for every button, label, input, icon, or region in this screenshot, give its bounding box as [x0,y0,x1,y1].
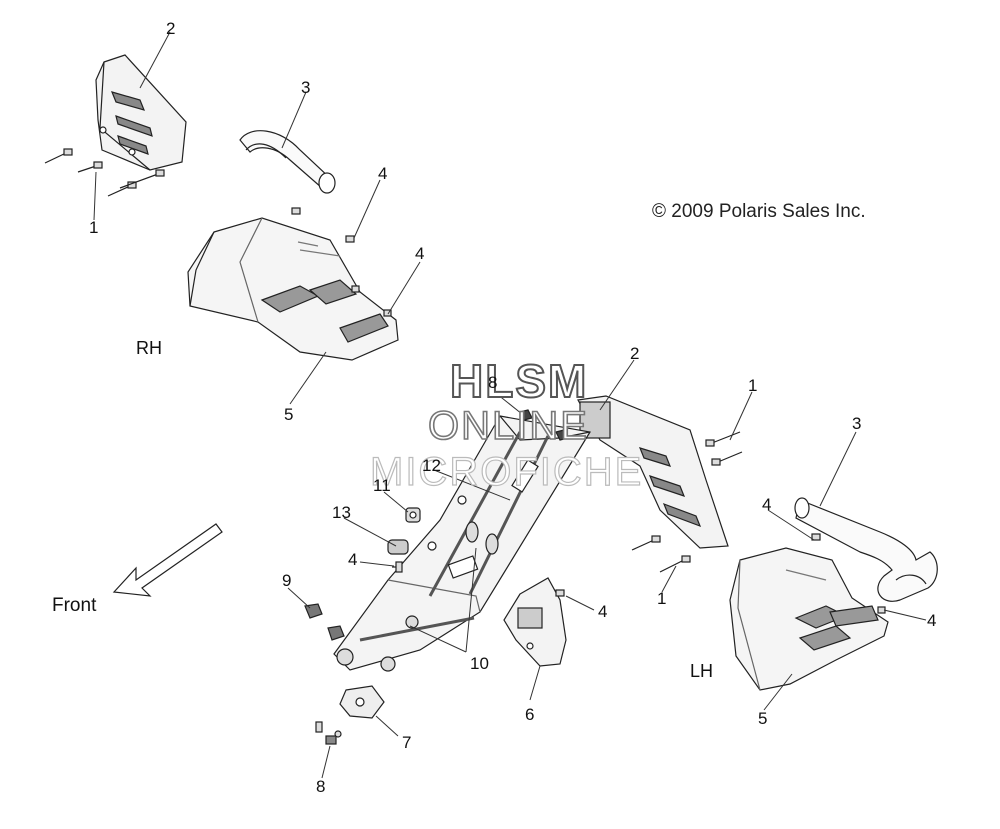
rh-mounting-bracket [95,54,187,171]
callout-mount-7: 7 [402,733,412,752]
rh-side-label: RH [136,338,162,358]
callout-bracket-6: 6 [525,705,535,724]
callout-lh-bolt-1b: 1 [657,589,667,608]
callout-mount-nut-8: 8 [316,777,326,796]
callout-frame-stud-10: 10 [470,654,489,673]
lh-side-label: LH [690,661,714,681]
callout-frame-part-12: 12 [422,456,441,475]
callout-lh-bolt-4b: 4 [927,611,937,630]
callout-rh-bolt-1: 1 [89,218,99,237]
callout-rh-pipe-3: 3 [301,78,311,97]
lower-bracket-6 [503,577,567,667]
callout-lh-bracket-2: 2 [630,344,640,363]
lh-exhaust-pipe [794,497,938,602]
front-label: Front [52,595,97,616]
callout-frame-nut-8: 8 [488,373,498,392]
callout-rh-bracket-2: 2 [166,19,176,38]
copyright-notice: © 2009 Polaris Sales Inc. [652,201,866,222]
main-frame-rail [333,415,591,672]
callout-frame-nut-9: 9 [282,571,292,590]
callout-rh-bolt-4b: 4 [415,244,425,263]
front-direction-arrow-icon [112,523,223,597]
callout-lh-bolt-4a: 4 [762,495,772,514]
callout-frame-clamp-11: 11 [373,476,391,495]
callout-rh-bolt-4a: 4 [378,164,388,183]
rh-heat-shield [187,207,399,361]
rh-bolts-1 [44,148,165,197]
callout-frame-bushing-13: 13 [332,503,351,522]
leader-lines [93,31,927,779]
lh-heat-shield [729,533,889,691]
callout-rh-shield-5: 5 [284,405,294,424]
callout-lh-bolt-1a: 1 [748,376,758,395]
lh-bolts-1 [631,431,743,573]
mount-7 [315,685,385,745]
callout-lh-shield-5: 5 [758,709,768,728]
lh-mounting-bracket [577,395,729,549]
callout-bracket-bolt-4: 4 [598,602,608,621]
callout-frame-bolt-4: 4 [348,550,358,569]
rh-exhaust-pipe [239,130,336,194]
callout-lh-pipe-3: 3 [852,414,862,433]
